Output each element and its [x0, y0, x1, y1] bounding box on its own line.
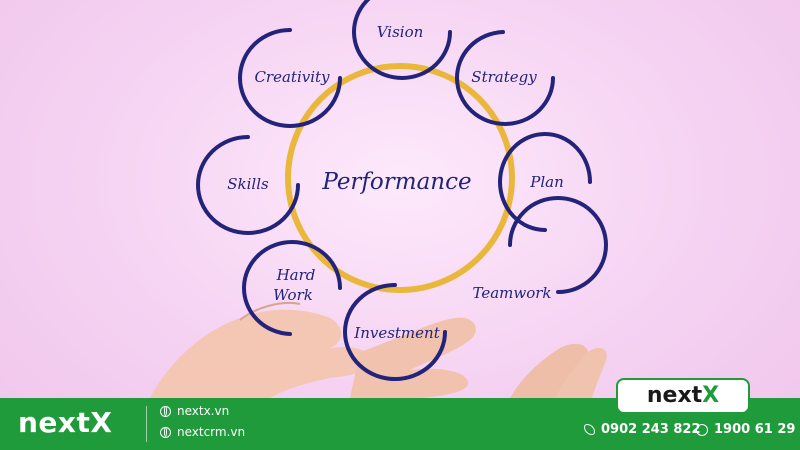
node-hard-work-label-line2: Work: [273, 286, 313, 304]
creativity-circle: [238, 28, 342, 128]
teamwork-circle: [508, 196, 608, 294]
footer-brand: nextX: [18, 406, 113, 439]
nextx-logo-badge: nextX: [616, 378, 750, 414]
footer-hotline[interactable]: 1900 61 29: [696, 422, 795, 437]
node-plan-label: Plan: [529, 173, 564, 191]
footer-link-label: nextcrm.vn: [177, 425, 246, 439]
footer-hotline-number: 1900 61 29: [714, 422, 796, 437]
satellite-circles: [196, 0, 608, 381]
globe-icon: [160, 405, 171, 417]
footer-link-label: nextx.vn: [177, 404, 230, 418]
footer-phone[interactable]: 0902 243 822: [584, 422, 701, 437]
vision-circle: [352, 0, 452, 80]
node-strategy-label: Strategy: [471, 68, 537, 86]
footer-divider: [146, 406, 147, 442]
node-skills-label: Skills: [227, 175, 269, 193]
node-hard-work-label-line1: Hard: [276, 266, 316, 284]
hotline-icon: [696, 423, 708, 436]
node-investment-label: Investment: [353, 324, 440, 342]
node-teamwork-label: Teamwork: [472, 284, 551, 302]
plan-circle: [498, 132, 592, 232]
footer-link-nextx[interactable]: nextx.vn: [160, 404, 229, 418]
phone-icon: [584, 424, 595, 435]
logo-suffix: X: [702, 383, 720, 408]
strategy-circle: [455, 30, 555, 126]
performance-ring: [285, 63, 515, 293]
skills-circle: [196, 135, 300, 235]
globe-icon: [160, 426, 171, 438]
footer-link-nextcrm[interactable]: nextcrm.vn: [160, 425, 245, 439]
footer-phone-number: 0902 243 822: [601, 422, 701, 437]
node-creativity-label: Creativity: [254, 68, 330, 86]
investment-circle: [343, 283, 447, 381]
hands-illustration: [150, 302, 607, 398]
logo-prefix: next: [646, 383, 703, 408]
node-vision-label: Vision: [377, 23, 424, 41]
hard-work-circle: [242, 240, 342, 336]
center-label: Performance: [321, 169, 471, 195]
